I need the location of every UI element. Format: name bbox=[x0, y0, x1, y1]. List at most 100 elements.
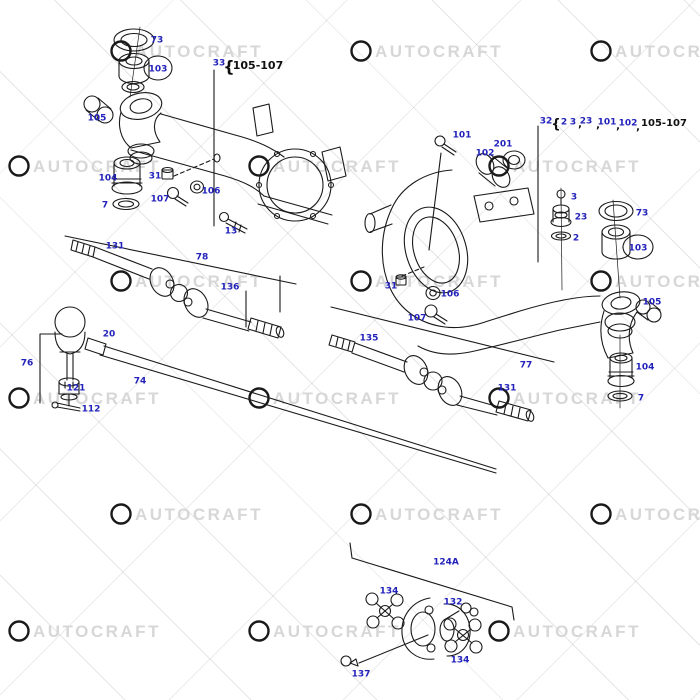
watermark-text: AUTOCRAFT bbox=[615, 505, 700, 524]
note-brace-left: { bbox=[223, 57, 234, 76]
part-label-text: 13 bbox=[225, 227, 238, 237]
part-label-7-left[interactable]: 7 bbox=[98, 198, 111, 211]
part-label-text: 131 bbox=[498, 384, 517, 394]
part-labels: 7310333105104731107106131317813620767412… bbox=[17, 33, 687, 680]
part-label-124A[interactable]: 124A bbox=[430, 555, 462, 568]
part-label-104-left[interactable]: 104 bbox=[95, 171, 121, 184]
part-label-23-right[interactable]: 23 bbox=[571, 210, 590, 223]
part-label-text: 134 bbox=[451, 656, 470, 666]
part-label-text: 31 bbox=[385, 282, 398, 292]
note-comma-2: , bbox=[596, 120, 600, 131]
copyright-ring-icon bbox=[248, 620, 270, 642]
part-label-33[interactable]: 33 bbox=[209, 56, 228, 69]
part-label-104-right[interactable]: 104 bbox=[632, 360, 658, 373]
part-label-text: 121 bbox=[67, 384, 86, 394]
watermark-text: AUTOCRAFT bbox=[135, 272, 263, 291]
part-label-text: 124A bbox=[433, 558, 459, 568]
selected-part-highlight-circle bbox=[143, 55, 173, 81]
part-label-74[interactable]: 74 bbox=[130, 374, 149, 387]
copyright-ring-icon bbox=[590, 270, 612, 292]
part-label-text: 101 bbox=[598, 118, 617, 128]
part-label-text: 74 bbox=[134, 377, 147, 387]
part-label-136[interactable]: 136 bbox=[217, 280, 243, 293]
part-label-text: 3 bbox=[570, 118, 576, 128]
part-label-text: 134 bbox=[380, 587, 399, 597]
part-label-105-right[interactable]: 105 bbox=[639, 295, 665, 308]
part-label-31-right[interactable]: 31 bbox=[381, 279, 400, 292]
part-label-107-left[interactable]: 107 bbox=[147, 192, 173, 205]
part-label-102-row[interactable]: 102 bbox=[615, 116, 641, 129]
watermark-text: AUTOCRAFT bbox=[375, 505, 503, 524]
part-label-137[interactable]: 137 bbox=[348, 667, 374, 680]
part-label-134-a[interactable]: 134 bbox=[376, 584, 402, 597]
part-label-102-right[interactable]: 102 bbox=[472, 146, 498, 159]
watermark: AUTOCRAFT bbox=[8, 155, 161, 177]
bottom-joint-assembly-drawing bbox=[340, 542, 515, 667]
part-label-201[interactable]: 201 bbox=[490, 137, 516, 150]
part-label-32[interactable]: 32 bbox=[536, 114, 555, 127]
part-label-132[interactable]: 132 bbox=[440, 595, 466, 608]
part-label-106-right[interactable]: 106 bbox=[437, 287, 463, 300]
part-label-31-left[interactable]: 31 bbox=[145, 169, 164, 182]
part-label-107-right[interactable]: 107 bbox=[404, 311, 430, 324]
part-label-text: 101 bbox=[453, 131, 472, 141]
part-label-103-left[interactable]: 103 bbox=[145, 62, 171, 75]
watermark: AUTOCRAFT bbox=[110, 270, 263, 292]
watermark-text: AUTOCRAFT bbox=[273, 157, 401, 176]
part-label-131-left[interactable]: 131 bbox=[102, 239, 128, 252]
watermark: AUTOCRAFT bbox=[590, 270, 700, 292]
part-label-135[interactable]: 135 bbox=[356, 331, 382, 344]
copyright-ring-icon bbox=[488, 620, 510, 642]
copyright-ring-icon bbox=[590, 503, 612, 525]
part-label-20[interactable]: 20 bbox=[99, 327, 118, 340]
part-label-text: 103 bbox=[149, 65, 168, 75]
watermark: AUTOCRAFT bbox=[488, 155, 638, 177]
watermark-text: AUTOCRAFT bbox=[513, 622, 641, 641]
note-range-left: 105-107 bbox=[233, 59, 284, 72]
part-label-3-row[interactable]: 3 bbox=[566, 115, 579, 128]
part-label-2-right[interactable]: 2 bbox=[569, 231, 582, 244]
watermark-text: AUTOCRAFT bbox=[33, 157, 161, 176]
part-label-text: 106 bbox=[202, 187, 221, 197]
part-label-103-right[interactable]: 103 bbox=[625, 241, 651, 254]
part-label-106-left[interactable]: 106 bbox=[198, 184, 224, 197]
part-label-101-row[interactable]: 101 bbox=[594, 115, 620, 128]
part-label-3-right[interactable]: 3 bbox=[567, 190, 580, 203]
part-label-7-right[interactable]: 7 bbox=[634, 391, 647, 404]
part-label-23-row[interactable]: 23 bbox=[576, 114, 595, 127]
watermark-text: AUTOCRAFT bbox=[273, 622, 401, 641]
watermark: AUTOCRAFT bbox=[350, 503, 503, 525]
part-label-text: 2 bbox=[573, 234, 579, 244]
part-label-73-left[interactable]: 73 bbox=[147, 33, 166, 46]
part-label-134-b[interactable]: 134 bbox=[447, 653, 473, 666]
part-label-78[interactable]: 78 bbox=[192, 250, 211, 263]
watermark: AUTOCRAFT bbox=[8, 620, 158, 642]
part-label-112[interactable]: 112 bbox=[78, 402, 104, 415]
left-axle-shaft-drawing bbox=[64, 235, 297, 339]
part-label-13[interactable]: 13 bbox=[221, 224, 240, 237]
part-label-text: 2 bbox=[561, 118, 567, 128]
part-label-101-right[interactable]: 101 bbox=[449, 128, 475, 141]
part-label-text: 20 bbox=[103, 330, 116, 340]
left-axle-housing-drawing bbox=[83, 26, 347, 234]
watermark-text: AUTOCRAFT bbox=[273, 389, 401, 408]
part-label-121[interactable]: 121 bbox=[63, 381, 89, 394]
watermark: AUTOCRAFT bbox=[248, 155, 401, 177]
copyright-ring-icon bbox=[8, 620, 30, 642]
part-label-text: 135 bbox=[360, 334, 379, 344]
part-label-76[interactable]: 76 bbox=[17, 356, 36, 369]
part-label-73-right[interactable]: 73 bbox=[632, 206, 651, 219]
part-label-77[interactable]: 77 bbox=[516, 358, 535, 371]
part-label-2-row[interactable]: 2 bbox=[557, 115, 570, 128]
note-comma-4: , bbox=[636, 122, 640, 133]
part-label-text: 33 bbox=[213, 59, 226, 69]
part-label-131-right[interactable]: 131 bbox=[494, 381, 520, 394]
watermark-text: AUTOCRAFT bbox=[135, 42, 263, 61]
part-label-text: 102 bbox=[619, 119, 638, 129]
note-comma-3: , bbox=[616, 121, 620, 132]
selected-part-highlight-circle bbox=[622, 234, 654, 260]
copyright-ring-icon bbox=[110, 503, 132, 525]
part-label-105-left[interactable]: 105 bbox=[84, 111, 110, 124]
